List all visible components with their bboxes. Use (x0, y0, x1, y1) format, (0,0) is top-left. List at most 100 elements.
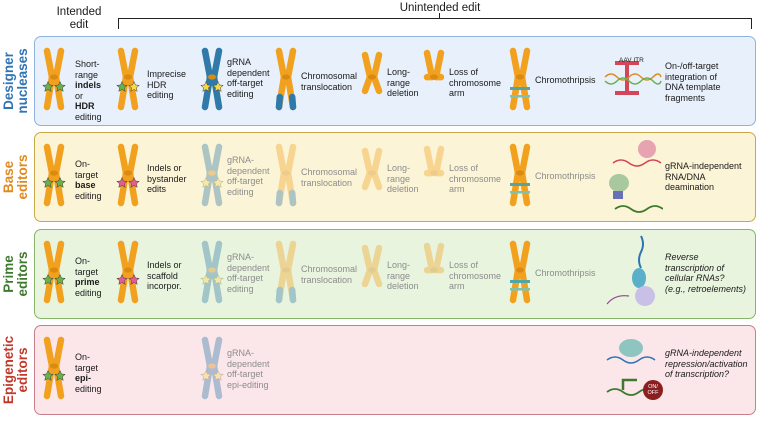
translocation-chromosome (271, 141, 301, 216)
arm-loss-chromosome (419, 141, 449, 216)
unintended-text-1-line: HDR (147, 79, 167, 90)
mechanism-illustration (603, 41, 663, 128)
mechanism-text-line: gRNA-independent (665, 348, 742, 358)
unintended-bracket (118, 18, 752, 29)
translocation-text-line: translocation (301, 177, 353, 188)
mechanism-illustration (603, 234, 663, 321)
intended-edit-text-line: range (75, 69, 99, 80)
on-off-badge: ON/ OFF (643, 380, 663, 400)
offtarget-text-line: editing (227, 88, 254, 99)
intended-edit-text-line: Short- (75, 59, 100, 69)
arm-loss-text-line: Loss of (449, 67, 479, 77)
deletion-text-line: deletion (387, 184, 419, 194)
row-label-0: Designer nucleases (1, 36, 30, 126)
unintended-chromosome-1 (113, 141, 143, 216)
unintended-text-1-line: edits (147, 184, 167, 194)
arm-loss-chromosome (419, 45, 449, 120)
translocation-text-line: Chromosomal (301, 71, 358, 81)
offtarget-text-line: editing (227, 283, 254, 294)
offtarget-text-line: gRNA- (227, 348, 255, 358)
intended-edit-text-line: editing (75, 111, 102, 122)
mechanism-text-line: of transcription? (665, 369, 730, 379)
offtarget-text-line: dependent (227, 358, 270, 369)
deletion-text-line: deletion (387, 88, 419, 98)
bracket-center-tick (439, 13, 441, 19)
offtarget-chromosome (197, 238, 227, 313)
chromothripsis-chromosome (505, 141, 535, 216)
deletion-chromosome (357, 141, 387, 216)
translocation-text-line: translocation (301, 81, 353, 92)
mechanism-text-line: gRNA-independent (665, 161, 742, 171)
chromothripsis-chromosome (505, 238, 535, 313)
chromothripsis-chromosome (505, 45, 535, 120)
offtarget-text-line: gRNA- (227, 155, 255, 165)
arm-loss-text-line: chromosome (449, 77, 502, 88)
mechanism-illustration (603, 137, 664, 224)
deletion-text-line: deletion (387, 281, 419, 291)
deletion-chromosome (357, 238, 387, 313)
deletion-text-line: range (387, 270, 411, 281)
offtarget-text-line: editing (227, 186, 254, 197)
intended-edit-text-line: target (75, 169, 99, 180)
row-label-text: Designer nucleases (1, 48, 30, 114)
mechanism-text-line: transcription of (665, 262, 725, 273)
intended-chromosome (39, 238, 69, 313)
deletion-text-line: Long- (387, 67, 411, 77)
chromothripsis-text-line: Chromothripsis (535, 171, 596, 181)
row-label-text: Base editors (1, 154, 30, 200)
offtarget-text-line: off-target (227, 78, 263, 88)
unintended-text-1-line: scaffold (147, 270, 178, 281)
row-label-3: Epigenetic editors (1, 325, 30, 415)
arm-loss-text-line: Loss of (449, 163, 479, 173)
intended-edit-text-line: target (75, 266, 99, 277)
arm-loss-text-line: arm (449, 281, 465, 291)
chromothripsis-text: Chromothripsis (535, 75, 596, 86)
deletion-text-line: Long- (387, 163, 411, 173)
mechanism-text-line: RNA/DNA (665, 171, 706, 182)
row-label-text: Epigenetic editors (1, 335, 30, 405)
unintended-chromosome-1 (113, 238, 143, 313)
offtarget-text-line: off-target (227, 176, 263, 186)
intended-edit-text-line: editing (75, 383, 102, 394)
unintended-chromosome-1 (113, 45, 143, 120)
row-label-text: Prime editors (1, 251, 30, 297)
mechanism-text-line: Reverse (665, 252, 699, 262)
row-label-2: Prime editors (1, 229, 30, 319)
offtarget-text-line: off-target (227, 273, 263, 283)
deletion-chromosome (357, 45, 387, 120)
mechanism-text-line: repression/activation (665, 358, 748, 369)
mechanism-text-line: cellular RNAs? (665, 273, 725, 283)
arm-loss-text-line: arm (449, 184, 465, 194)
intended-edit-text-line: prime (75, 277, 100, 287)
deletion-text-line: Long- (387, 260, 411, 270)
intended-edit-text-line: editing (75, 190, 102, 201)
offtarget-chromosome (197, 141, 227, 216)
arm-loss-chromosome (419, 238, 449, 313)
unintended-text-1-line: incorpor. (147, 281, 182, 291)
arm-loss-text-line: Loss of (449, 260, 479, 270)
chromothripsis-text: Chromothripsis (535, 171, 596, 182)
unintended-text-1-line: Indels or (147, 260, 182, 270)
arm-loss-text-line: chromosome (449, 270, 502, 281)
mechanism-text-line: deamination (665, 182, 715, 192)
unintended-text-1-line: bystander (147, 173, 187, 184)
intended-chromosome (39, 141, 69, 216)
